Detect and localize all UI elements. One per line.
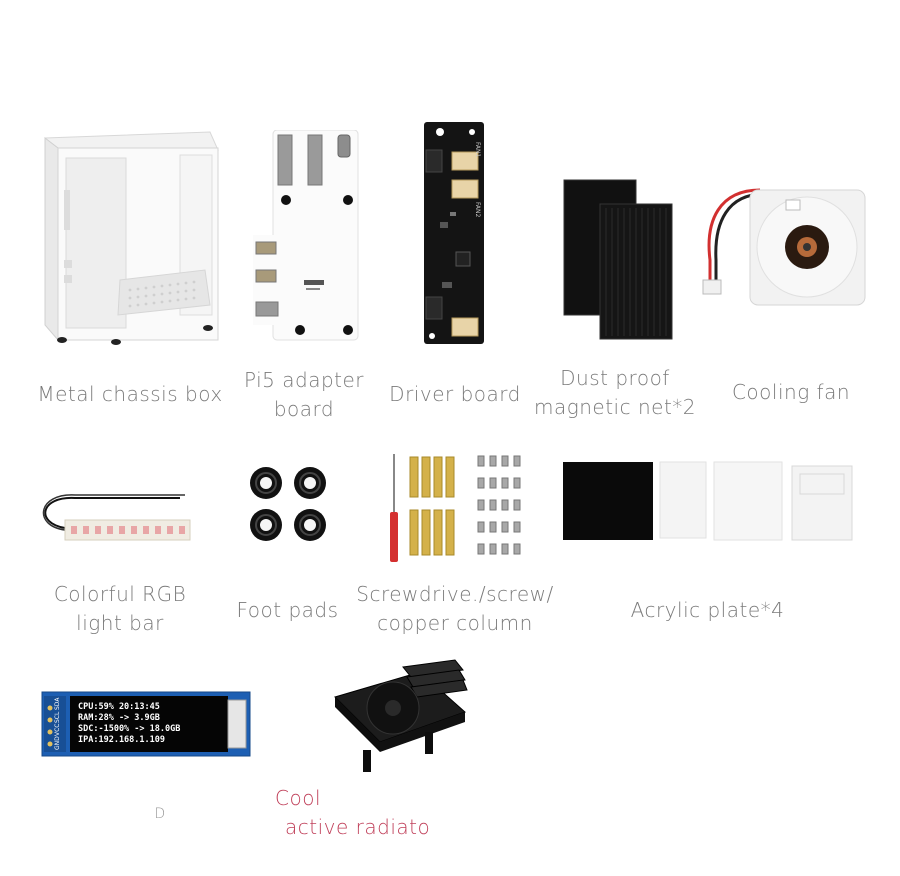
label-line: Dust proof — [560, 366, 670, 390]
rgb-light-bar-image — [35, 488, 210, 553]
dust-proof-net-image — [562, 178, 677, 343]
foot-pads-image — [248, 465, 330, 547]
oled-line: RAM:28% -> 3.9GB — [78, 713, 160, 723]
label-line: copper column — [377, 611, 533, 635]
pin-scl: SCL — [54, 711, 61, 723]
label-pi5-adapter-board: Pi5 adapter board — [220, 366, 388, 424]
oled-line: CPU:59% 20:13:45 — [78, 702, 160, 712]
label-line: Metal chassis box — [37, 382, 223, 406]
active-radiator-image — [325, 652, 475, 782]
pin-sda: SDA — [54, 697, 61, 710]
label-line: light bar — [76, 611, 164, 635]
pin-gnd: GND — [54, 736, 61, 750]
label-oled-display: D — [145, 800, 175, 829]
metal-chassis-box-image — [40, 130, 225, 345]
label-line: Colorful RGB — [53, 582, 187, 606]
label-rgb-light-bar: Colorful RGB light bar — [40, 580, 200, 638]
cooling-fan-image — [700, 180, 870, 310]
label-line: magnetic net*2 — [533, 395, 697, 419]
label-line: active radiato — [285, 815, 431, 839]
label-line: Pi5 adapter — [243, 368, 365, 392]
label-line: D — [154, 806, 166, 822]
label-line: Acrylic plate*4 — [630, 598, 785, 622]
driver-board-image: FAN1 FAN2 — [420, 122, 490, 347]
oled-line: SDC:-1500% -> 18.0GB — [78, 724, 180, 734]
label-line: Screwdrive./screw/ — [356, 582, 554, 606]
fan1-silkscreen: FAN1 — [474, 142, 481, 157]
oled-display-image: GND VCC SCL SDA CPU:59% 20:13:45 RAM:28%… — [40, 690, 252, 760]
screwdriver-image — [380, 452, 530, 572]
label-driver-board: Driver board — [385, 380, 525, 409]
label-line: Cooling fan — [731, 380, 851, 404]
label-screwdriver: Screwdrive./screw/ copper column — [350, 580, 560, 638]
label-line: Cool — [275, 786, 321, 810]
label-acrylic-plate: Acrylic plate*4 — [620, 596, 795, 625]
label-metal-chassis-box: Metal chassis box — [30, 380, 230, 409]
pi5-adapter-board-image — [248, 130, 363, 345]
fan2-silkscreen: FAN2 — [474, 202, 481, 217]
pin-vcc: VCC — [54, 724, 61, 736]
label-line: board — [273, 397, 335, 421]
label-foot-pads: Foot pads — [225, 596, 350, 625]
oled-line: IPA:192.168.1.109 — [78, 735, 165, 745]
label-active-radiator: Cool active radiato — [275, 784, 435, 842]
label-line: Driver board — [389, 382, 521, 406]
label-cooling-fan: Cooling fan — [720, 378, 862, 407]
acrylic-plate-image — [560, 460, 855, 545]
label-dust-proof-net: Dust proof magnetic net*2 — [530, 364, 700, 422]
label-line: Foot pads — [236, 598, 339, 622]
